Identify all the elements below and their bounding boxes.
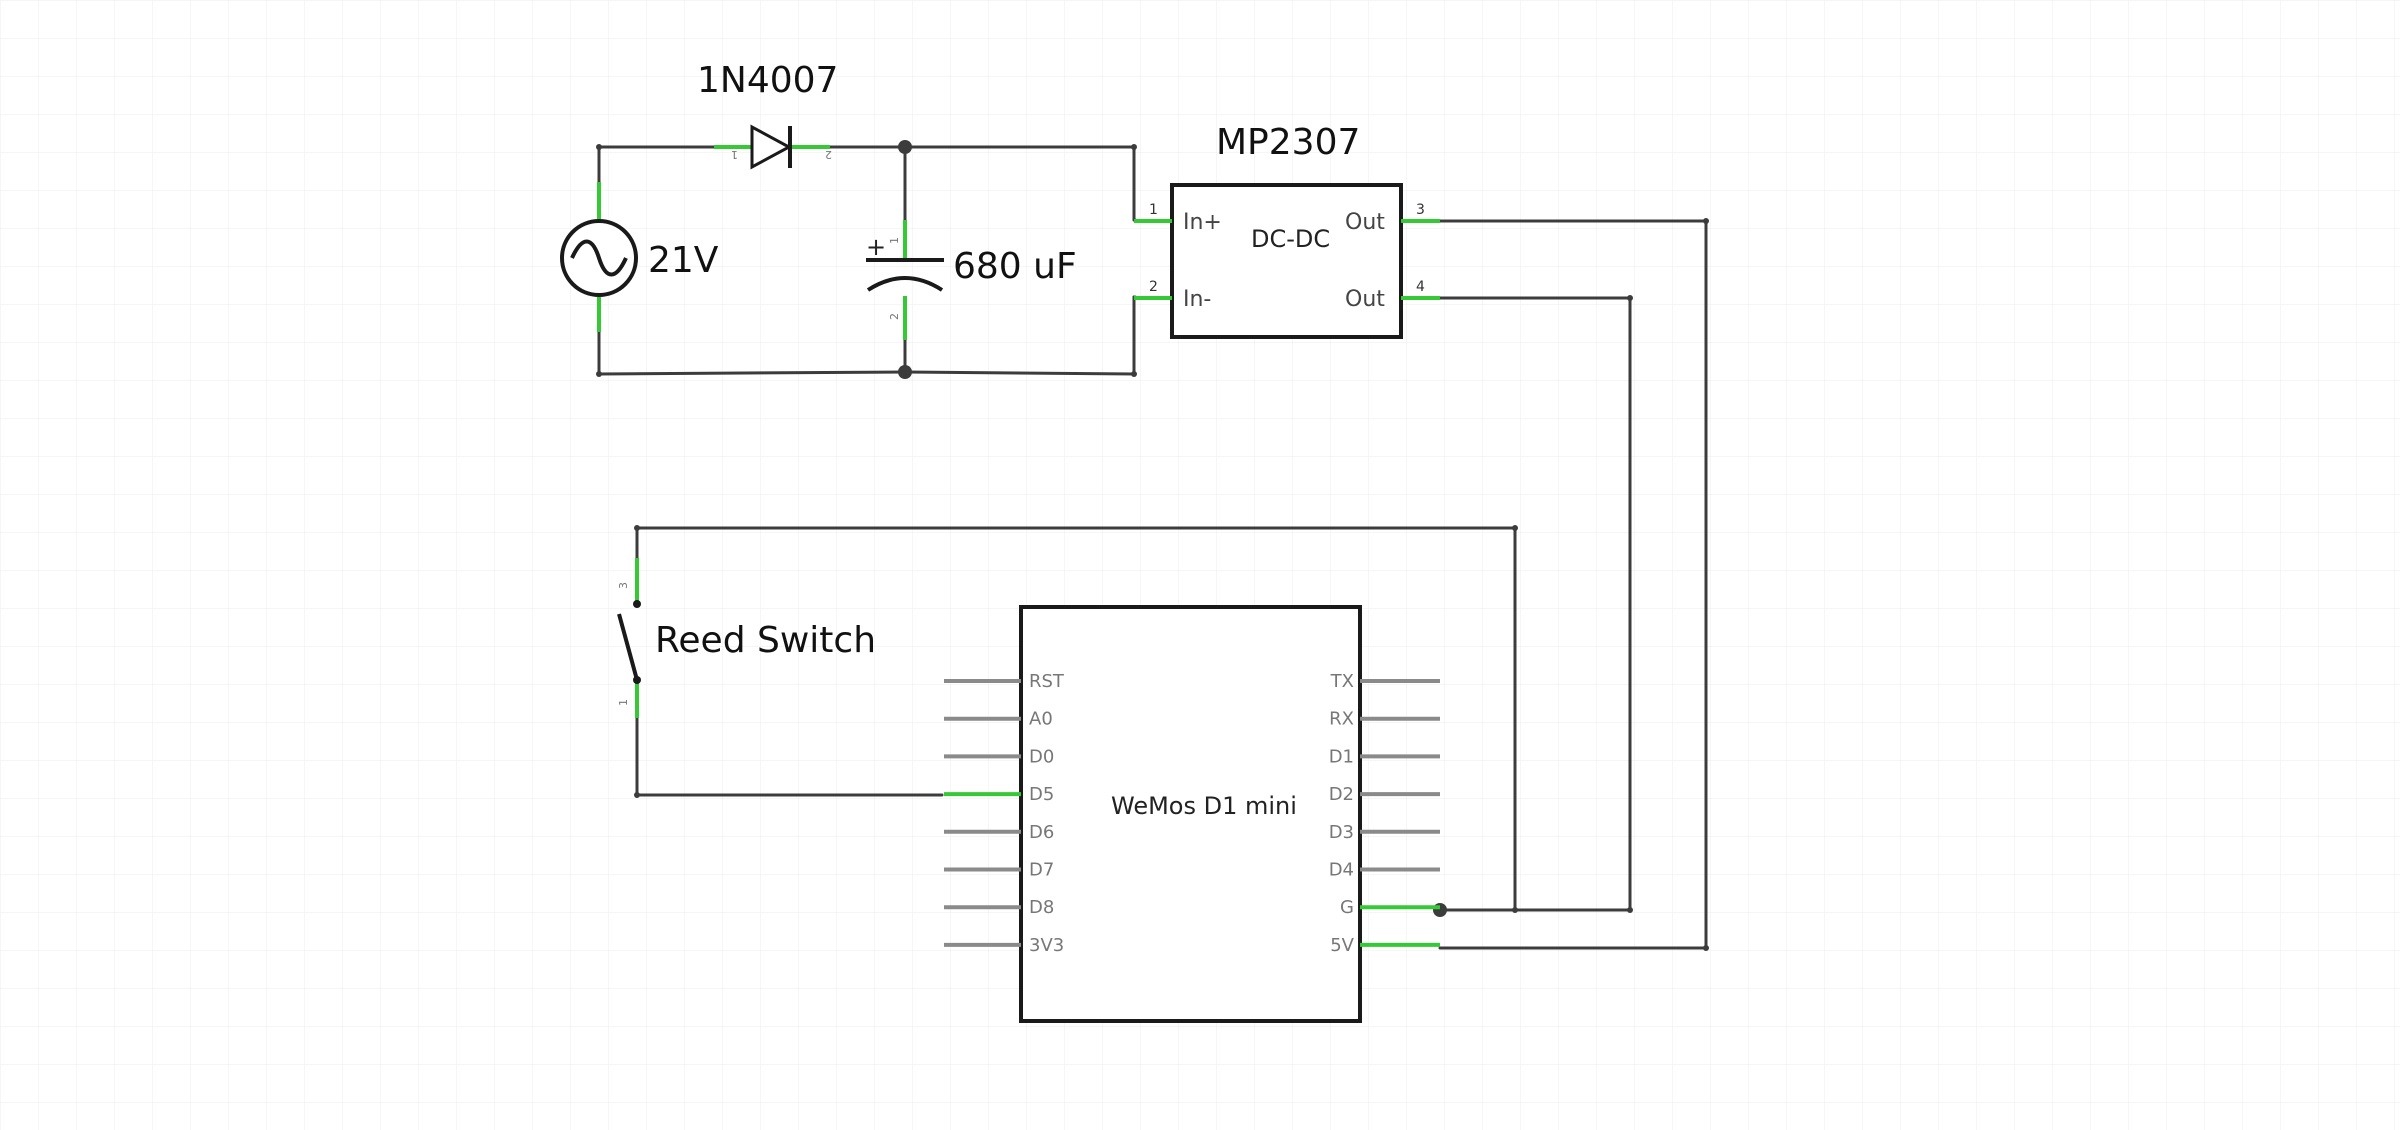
junction-node (1433, 903, 1447, 917)
wire-bend-dot (1627, 295, 1633, 301)
wire-bend-dot (1131, 371, 1137, 377)
wire-bend-dot (634, 792, 640, 798)
converter-pin1-label: 1 (1149, 202, 1158, 218)
converter-pin3-label: 3 (1416, 202, 1425, 218)
converter-body (1170, 183, 1403, 339)
reed-pin1-label: 1 (617, 699, 630, 706)
wire-bend-dot (1512, 907, 1518, 913)
capacitor-component[interactable]: + 1 2 680 uF (866, 220, 1077, 340)
wemos-pin-label-d0: D0 (1029, 746, 1054, 767)
wemos-pin-label-d2: D2 (1329, 784, 1354, 805)
converter-component[interactable]: MP2307 1 2 3 4 In+ In- Out Out DC-DC (1134, 122, 1440, 339)
wemos-pin-label-5v: 5V (1330, 935, 1354, 956)
wemos-pin-label-d3: D3 (1329, 822, 1354, 843)
sine-wave-icon (570, 239, 628, 277)
wemos-body (1019, 605, 1362, 1023)
wemos-pin-label-tx: TX (1330, 671, 1354, 692)
capacitor-pin2-label: 2 (888, 313, 901, 320)
wemos-pin-label-a0: A0 (1029, 709, 1053, 730)
wire-bend-dot (1627, 907, 1633, 913)
converter-body-label: DC-DC (1251, 225, 1330, 253)
wire-bend-dot (1131, 144, 1137, 150)
wemos-pin-label-rst: RST (1029, 671, 1065, 692)
wemos-pin-label-rx: RX (1329, 709, 1354, 730)
reed-switch-component[interactable]: 3 1 Reed Switch (617, 558, 876, 718)
converter-pin4-label: 4 (1416, 279, 1425, 295)
converter-pin2-label: 2 (1149, 279, 1158, 295)
reed-contact-top (633, 600, 641, 608)
wire-bend-dot (1703, 945, 1709, 951)
wemos-pin-label-d1: D1 (1329, 746, 1354, 767)
converter-in-minus: In- (1183, 287, 1211, 312)
reed-pin3-label: 3 (617, 582, 630, 589)
wire-bend-dot (1703, 218, 1709, 224)
wire-bend-dot (1512, 525, 1518, 531)
diode-pin2-label: 2 (825, 148, 832, 161)
wemos-pin-label-d5: D5 (1029, 784, 1054, 805)
converter-in-plus: In+ (1183, 210, 1222, 235)
wire-bend-dot (596, 144, 602, 150)
capacitor-pin1-label: 1 (888, 237, 901, 244)
junction-node (898, 140, 912, 154)
wire-bend-dot (596, 371, 602, 377)
wemos-pin-label-d8: D8 (1029, 897, 1054, 918)
reed-switch-lever-icon (617, 613, 639, 681)
wemos-pin-label-d7: D7 (1029, 860, 1054, 881)
wemos-title: WeMos D1 mini (1111, 792, 1297, 820)
capacitor-curved-plate (866, 276, 944, 292)
wemos-pin-label-d4: D4 (1329, 860, 1354, 881)
diode-label: 1N4007 (697, 60, 838, 101)
voltage-source-component[interactable]: 21V (560, 182, 719, 332)
wemos-pin-label-g: G (1340, 897, 1354, 918)
junction-node (898, 365, 912, 379)
capacitor-plus-sign: + (866, 233, 886, 261)
source-label: 21V (648, 240, 719, 281)
wemos-pin-label-3v3: 3V3 (1029, 935, 1064, 956)
capacitor-label: 680 uF (953, 246, 1077, 287)
diode-component[interactable]: 1N4007 1 2 (697, 60, 838, 170)
diode-triangle-icon (750, 124, 793, 170)
reed-switch-label: Reed Switch (655, 620, 876, 661)
converter-out-top: Out (1345, 210, 1385, 235)
diode-pin1-label: 1 (731, 148, 738, 161)
wire-bend-dot (634, 525, 640, 531)
junctions (596, 140, 1709, 951)
wemos-pin-label-d6: D6 (1029, 822, 1054, 843)
converter-title: MP2307 (1216, 122, 1360, 163)
converter-out-bottom: Out (1345, 287, 1385, 312)
